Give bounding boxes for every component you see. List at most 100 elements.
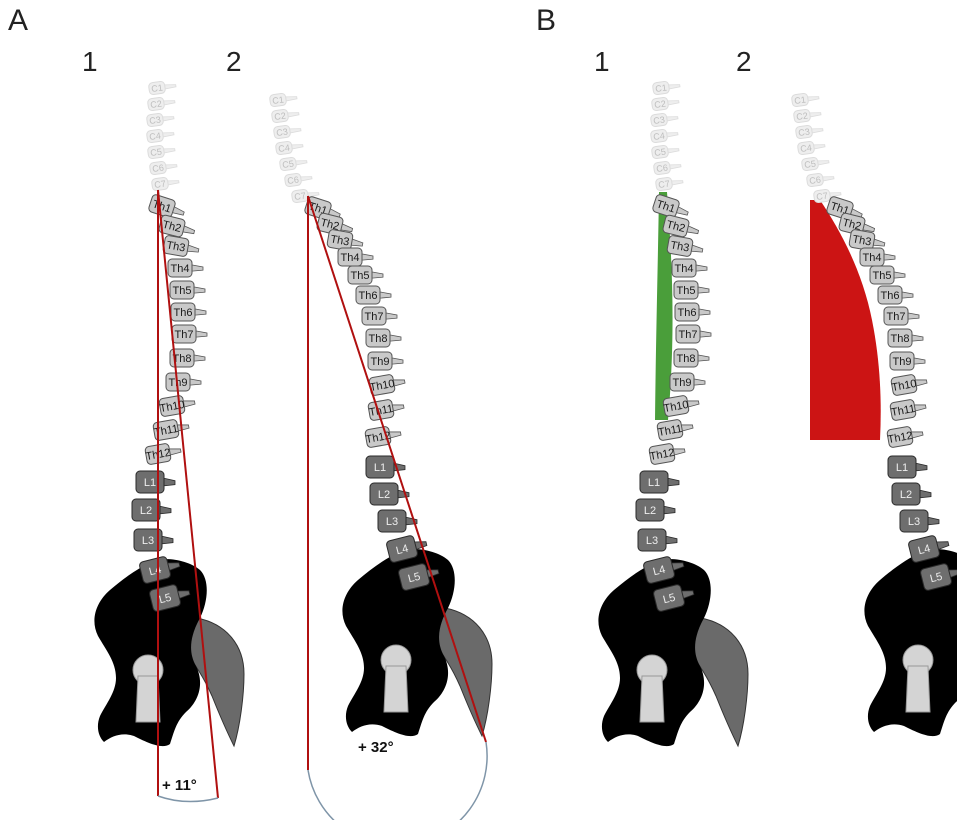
lumbar-vertebra: L1 [640, 471, 679, 493]
vertebra-label: L2 [900, 489, 912, 501]
thoracic-vertebra: Th6 [356, 286, 391, 304]
thoracic-vertebra: Th6 [171, 303, 206, 321]
vertebra-process [161, 536, 173, 544]
vertebra-label: L3 [386, 516, 398, 528]
vertebra-label: L2 [140, 505, 152, 517]
vertebra-label: Th5 [351, 270, 370, 282]
thoracic-vertebra: Th11 [656, 417, 694, 441]
vertebra-label: C2 [150, 98, 163, 110]
vertebra-process [883, 254, 895, 260]
vertebra-label: C4 [278, 142, 291, 154]
cervical-vertebra: C1 [269, 91, 297, 107]
thoracic-vertebra: Th7 [676, 325, 711, 343]
thoracic-vertebra: Th9 [368, 352, 403, 370]
thoracic-vertebra: Th11 [889, 397, 927, 421]
vertebra-process [389, 335, 401, 341]
cervical-vertebra: C2 [793, 107, 821, 123]
vertebra-process [397, 490, 409, 498]
vertebra-process [893, 272, 905, 278]
vertebra-label: C3 [276, 126, 289, 138]
vertebra-label: Th5 [677, 285, 696, 297]
thoracic-vertebra: Th8 [674, 349, 709, 367]
vertebra-process [901, 292, 913, 298]
vertebra-label: Th4 [341, 252, 360, 264]
vertebra-process [667, 478, 679, 486]
vertebra-label: Th9 [673, 377, 692, 389]
cervical-vertebra: C6 [284, 171, 312, 187]
vertebra-label: C7 [658, 178, 671, 190]
vertebra-label: Th6 [678, 307, 697, 319]
angle-label-a2: + 32° [358, 739, 394, 756]
thoracic-vertebra: Th7 [884, 307, 919, 325]
vertebra-process [163, 478, 175, 486]
vertebra-label: L2 [378, 489, 390, 501]
cervical-vertebra: C4 [275, 139, 303, 155]
vertebra-label: C2 [796, 110, 809, 122]
vertebra-label: C4 [800, 142, 813, 154]
cervical-vertebra: C4 [146, 127, 174, 143]
vertebra-label: C7 [816, 190, 829, 202]
vertebra-label: Th6 [881, 290, 900, 302]
cervical-vertebra: C5 [279, 155, 307, 171]
femur-shaft [640, 676, 664, 722]
vertebra-process [697, 355, 709, 361]
vertebra-process [371, 272, 383, 278]
thoracic-vertebra: Th9 [166, 373, 201, 391]
thoracic-vertebra: Th5 [870, 266, 905, 284]
cervical-vertebra: C1 [652, 79, 680, 95]
vertebra-process [379, 292, 391, 298]
thoracic-vertebra: Th8 [366, 329, 401, 347]
thoracic-vertebra: Th12 [144, 441, 182, 465]
vertebra-label: L3 [646, 535, 658, 547]
cervical-vertebra: C6 [653, 159, 681, 175]
cervical-vertebra: C6 [806, 171, 834, 187]
cervical-vertebra: C3 [650, 111, 678, 127]
vertebra-process [391, 358, 403, 364]
vertebra-label: C3 [149, 114, 162, 126]
vertebra-label: Th8 [891, 333, 910, 345]
vertebra-process [195, 331, 207, 337]
vertebra-label: C5 [654, 146, 667, 158]
vertebra-label: Th4 [171, 263, 190, 275]
vertebra-process [927, 517, 939, 525]
vertebra-label: L1 [648, 477, 660, 489]
vertebra-label: C1 [655, 82, 668, 94]
vertebra-label: C6 [809, 174, 822, 186]
cervical-vertebra: C3 [146, 111, 174, 127]
vertebra-label: C4 [653, 130, 666, 142]
thoracic-vertebra: Th8 [888, 329, 923, 347]
vertebra-label: Th8 [677, 353, 696, 365]
lumbar-vertebra: L2 [132, 499, 171, 521]
vertebra-label: Th7 [365, 311, 384, 323]
vertebra-process [189, 379, 201, 385]
vertebra-label: Th5 [173, 285, 192, 297]
cervical-vertebra: C2 [147, 95, 175, 111]
lumbar-vertebra: L3 [638, 529, 677, 551]
thoracic-vertebra: Th11 [367, 397, 405, 421]
cervical-vertebra: C5 [651, 143, 679, 159]
vertebra-process [913, 358, 925, 364]
vertebra-process [191, 265, 203, 271]
vertebra-label: C6 [287, 174, 300, 186]
vertebra-process [159, 506, 171, 514]
vertebra-process [698, 309, 710, 315]
vertebra-label: L3 [142, 535, 154, 547]
lumbar-vertebra: L2 [892, 483, 931, 505]
thoracic-vertebra: Th7 [172, 325, 207, 343]
vertebra-process [911, 335, 923, 341]
vertebra-process [697, 287, 709, 293]
vertebra-process [193, 355, 205, 361]
cervical-vertebra: C6 [149, 159, 177, 175]
cervical-vertebra: C4 [797, 139, 825, 155]
cervical-vertebra: C2 [271, 107, 299, 123]
vertebra-label: L2 [644, 505, 656, 517]
thoracic-vertebra: Th3 [163, 235, 201, 259]
vertebra-process [699, 331, 711, 337]
vertebra-process [361, 254, 373, 260]
vertebra-label: L1 [374, 462, 386, 474]
vertebra-label: C1 [151, 82, 164, 94]
cervical-vertebra: C1 [148, 79, 176, 95]
thoracic-vertebra: Th6 [675, 303, 710, 321]
thoracic-vertebra: Th10 [368, 372, 406, 396]
cervical-vertebra: C2 [651, 95, 679, 111]
